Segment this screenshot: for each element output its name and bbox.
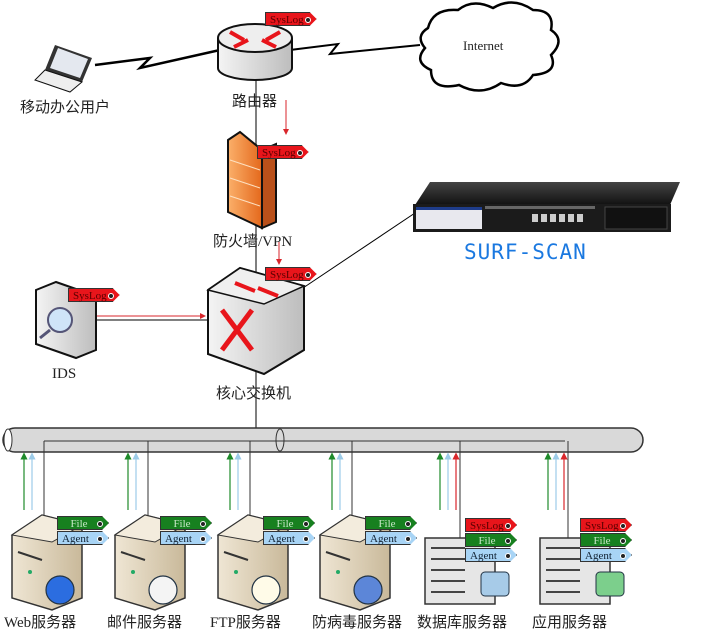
server-label: Web服务器 xyxy=(4,615,77,631)
servers xyxy=(10,514,625,611)
wan-link-mobile xyxy=(94,48,221,71)
server-file-tag: File xyxy=(365,516,417,530)
appliance-icon xyxy=(413,182,680,232)
server-file-tag: File xyxy=(57,516,109,530)
server-label: 数据库服务器 xyxy=(417,615,508,631)
folder-icon xyxy=(251,575,281,605)
surf-scan-label: SURF-SCAN xyxy=(464,240,587,264)
server-agent-tag: Agent xyxy=(263,531,315,545)
server-syslog-tag: SysLog xyxy=(580,518,632,532)
shield-globe-icon xyxy=(353,575,383,605)
mobile-user-label: 移动办公用户 xyxy=(20,100,111,116)
ids-syslog-tag: SysLog xyxy=(68,288,120,302)
internet-label: Internet xyxy=(463,38,504,53)
server-agent-tag: Agent xyxy=(160,531,212,545)
core-switch-label: 核心交换机 xyxy=(216,386,292,402)
switch-icon xyxy=(206,266,307,376)
server-drops xyxy=(20,441,569,545)
server-agent-tag: Agent xyxy=(365,531,417,545)
server-agent-tag: Agent xyxy=(465,548,517,562)
firewall-label: 防火墙/VPN xyxy=(213,234,293,250)
server-agent-tag: Agent xyxy=(580,548,632,562)
server-file-tag: File xyxy=(263,516,315,530)
server-label: 应用服务器 xyxy=(532,615,608,631)
switch-syslog-tag: SysLog xyxy=(265,267,317,281)
money-icon xyxy=(595,571,625,597)
server-label: 邮件服务器 xyxy=(107,615,183,631)
surfscan-link xyxy=(299,212,416,291)
server-agent-tag: Agent xyxy=(57,531,109,545)
cloud-icon xyxy=(418,1,560,92)
server-file-tag: File xyxy=(160,516,212,530)
envelope-icon xyxy=(148,575,178,605)
server-label: FTP服务器 xyxy=(210,615,281,631)
router-label: 路由器 xyxy=(232,94,278,110)
router-icon xyxy=(217,23,293,81)
server-syslog-tag: SysLog xyxy=(465,518,517,532)
firewall-icon xyxy=(227,130,277,230)
server-file-tag: File xyxy=(580,533,632,547)
globe-icon xyxy=(45,575,75,605)
wan-link-internet xyxy=(289,42,421,56)
firewall-syslog-tag: SysLog xyxy=(257,145,309,159)
server-4-icon xyxy=(424,537,510,605)
network-bus xyxy=(2,427,644,453)
server-5-icon xyxy=(539,537,625,605)
ids-label: IDS xyxy=(52,366,77,382)
links xyxy=(94,42,421,440)
router-syslog-tag: SysLog xyxy=(265,12,317,26)
laptop-icon xyxy=(34,45,92,93)
server-file-tag: File xyxy=(465,533,517,547)
database-icon xyxy=(480,571,510,597)
server-label: 防病毒服务器 xyxy=(312,615,403,631)
